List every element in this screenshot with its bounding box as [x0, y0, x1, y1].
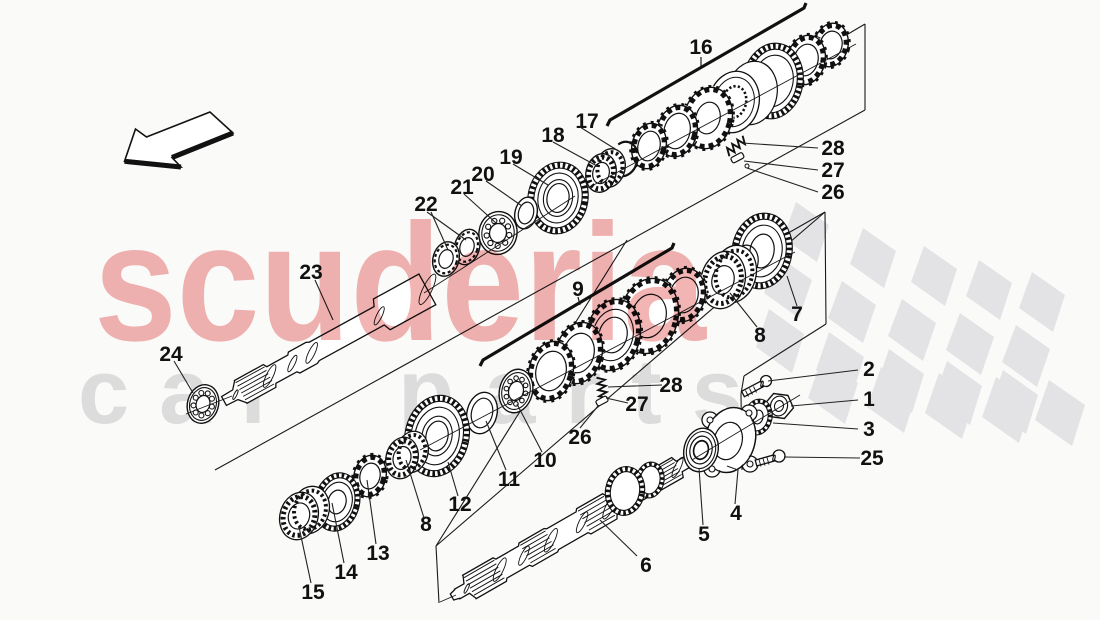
svg-text:18: 18	[541, 124, 565, 147]
svg-text:12: 12	[448, 493, 471, 516]
svg-text:26: 26	[568, 426, 591, 449]
svg-text:13: 13	[366, 542, 389, 565]
svg-text:28: 28	[821, 137, 845, 160]
svg-text:1: 1	[863, 388, 875, 411]
svg-text:15: 15	[301, 581, 325, 604]
svg-text:16: 16	[689, 36, 712, 59]
svg-text:21: 21	[450, 176, 474, 199]
svg-text:26: 26	[821, 181, 844, 204]
svg-text:17: 17	[575, 110, 598, 133]
svg-text:6: 6	[640, 554, 652, 577]
svg-text:22: 22	[414, 193, 437, 216]
svg-text:23: 23	[299, 261, 322, 284]
svg-text:scuderia: scuderia	[94, 190, 707, 376]
svg-text:2: 2	[863, 358, 875, 381]
svg-text:3: 3	[863, 418, 875, 441]
svg-text:19: 19	[499, 146, 522, 169]
svg-text:25: 25	[860, 447, 884, 470]
svg-text:5: 5	[698, 523, 710, 546]
svg-text:9: 9	[572, 278, 584, 301]
svg-text:20: 20	[471, 163, 494, 186]
svg-text:8: 8	[754, 324, 766, 347]
svg-text:10: 10	[533, 449, 556, 472]
svg-text:24: 24	[159, 343, 183, 366]
svg-text:8: 8	[420, 513, 432, 536]
svg-text:27: 27	[625, 393, 648, 416]
svg-text:28: 28	[659, 374, 683, 397]
svg-text:14: 14	[334, 561, 358, 584]
svg-text:4: 4	[730, 502, 742, 525]
svg-text:11: 11	[498, 468, 521, 491]
svg-text:7: 7	[791, 303, 803, 326]
svg-text:27: 27	[821, 159, 844, 182]
